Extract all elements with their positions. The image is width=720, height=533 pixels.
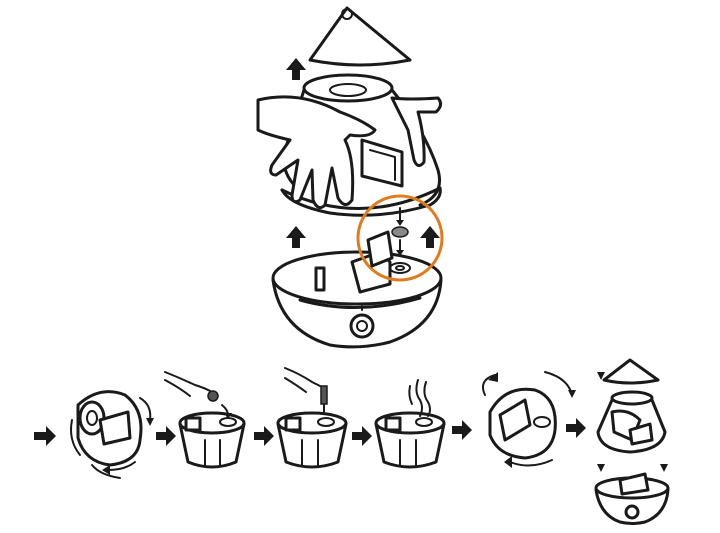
right-arrow-icon xyxy=(452,420,472,440)
up-arrow-icon xyxy=(286,226,306,248)
right-arrow-icon xyxy=(352,426,372,446)
up-arrow-icon xyxy=(420,226,440,248)
step-tank-upside-down xyxy=(70,390,154,479)
right-arrow-icon xyxy=(566,418,586,438)
step-turn-tank-over xyxy=(482,371,576,468)
right-arrow-icon xyxy=(34,426,56,446)
valve-detail-callout xyxy=(356,194,444,282)
step-pour-water xyxy=(276,367,348,469)
water-tank xyxy=(280,73,442,217)
step-reassemble xyxy=(594,358,670,525)
step-unscrew-valve xyxy=(164,371,246,469)
down-arrow-icon xyxy=(597,464,605,472)
base-reservoir xyxy=(271,250,443,349)
hands-on-tank xyxy=(256,95,443,210)
down-arrow-icon xyxy=(660,464,668,472)
cap-cone xyxy=(308,6,412,67)
down-arrow-icon xyxy=(597,372,605,380)
step-let-settle xyxy=(374,379,446,469)
right-arrow-icon xyxy=(156,426,176,446)
right-arrow-icon xyxy=(254,426,274,446)
valve-highlight-circle xyxy=(356,194,444,282)
up-arrow-icon xyxy=(286,58,306,80)
